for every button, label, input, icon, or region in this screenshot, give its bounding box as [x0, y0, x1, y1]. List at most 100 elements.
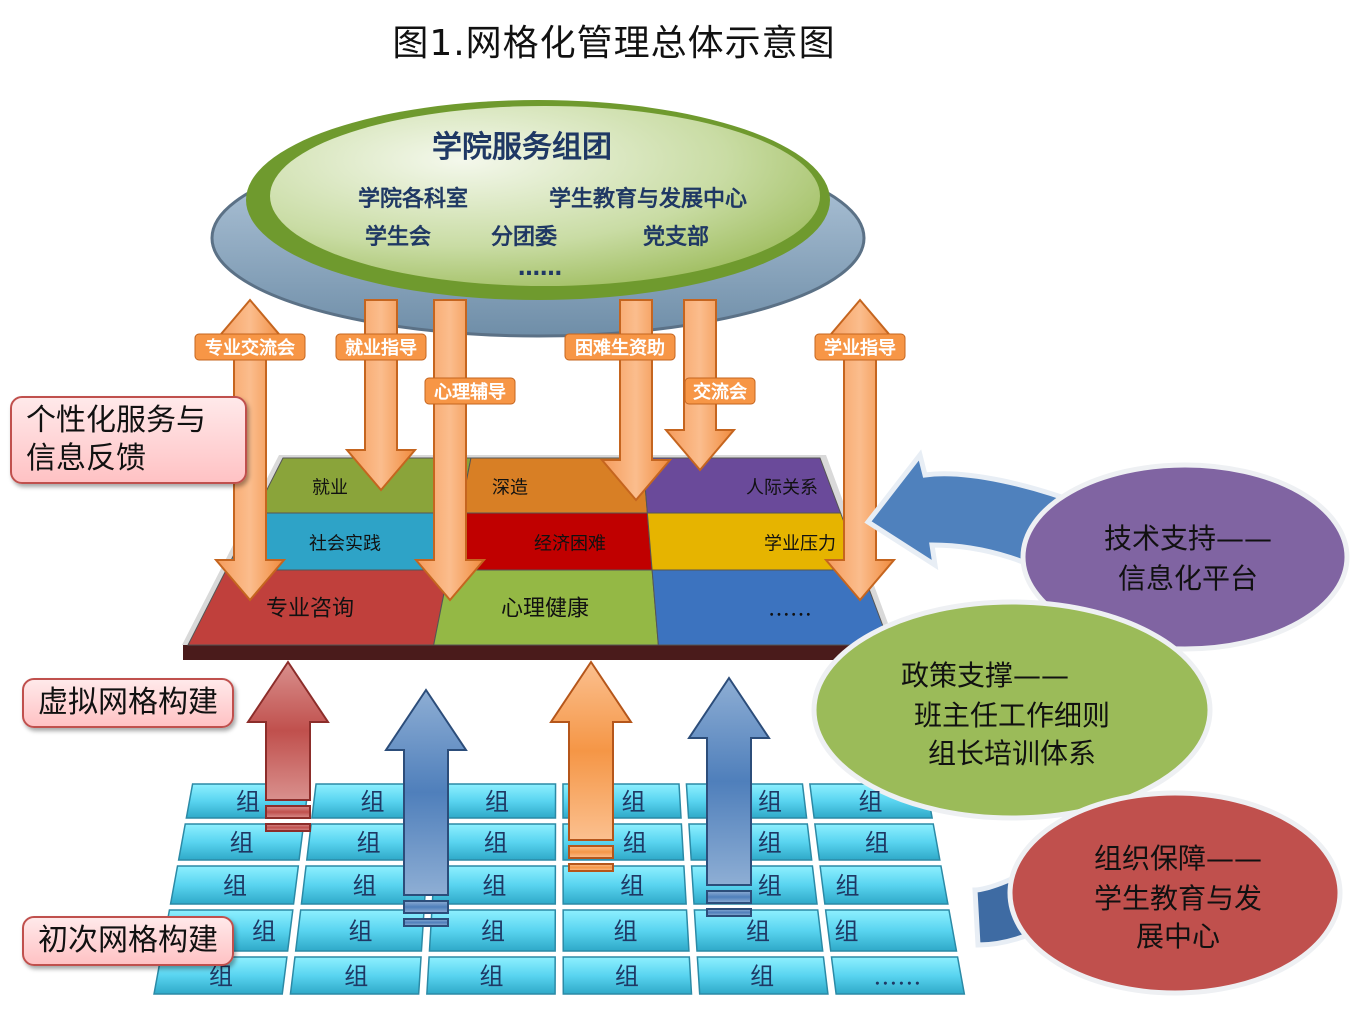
virtual-grid-cell-label: 人际关系	[746, 478, 818, 499]
service-unit: 学院各科室	[358, 186, 468, 212]
service-group-platform	[210, 100, 866, 338]
service-arrow-label: 学业指导	[824, 337, 896, 359]
up-arrow-tail-bar	[403, 900, 449, 914]
platform-top	[270, 106, 820, 286]
virtual-grid-cell-label: 经济困难	[534, 534, 606, 555]
group-cell-label: 组	[750, 963, 774, 991]
group-cell	[153, 956, 288, 995]
group-cell-label: 组	[623, 829, 647, 857]
up-arrow-icon	[384, 688, 468, 896]
policy-support-line1: 政策支撑——	[901, 659, 1069, 692]
group-cell	[562, 956, 693, 995]
up-arrow-tail-bar	[265, 805, 311, 819]
group-cell	[177, 823, 305, 861]
group-cell	[814, 823, 941, 861]
org-support-line3: 展中心	[1136, 920, 1220, 953]
group-cell-label: 组	[353, 872, 377, 900]
group-cell-label: 组	[485, 788, 509, 816]
up-arrow-icon	[687, 676, 771, 886]
support-ellipses	[811, 462, 1350, 996]
service-unit: 学生教育与发展中心	[549, 186, 747, 212]
group-cell-label: 组	[859, 788, 883, 816]
group-cell-ellipsis: ……	[873, 963, 921, 991]
feedback-label: 个性化服务与 信息反馈	[10, 396, 247, 484]
service-arrow	[344, 299, 418, 492]
org-support-line2: 学生教育与发	[1094, 882, 1262, 915]
service-arrow-label-bg	[424, 377, 516, 405]
org-support-line1: 组织保障——	[1094, 842, 1262, 875]
group-cell	[294, 909, 425, 952]
virtual-grid-cell-label: 就业	[312, 478, 348, 499]
virtual-grid-cell-label: 社会实践	[309, 534, 381, 555]
virtual-grid-cell-label: 学业压力	[764, 534, 836, 555]
service-arrow-label-bg	[684, 377, 756, 405]
group-cell-label: 组	[482, 872, 506, 900]
figure-title: 图1.网格化管理总体示意图	[392, 23, 836, 64]
service-arrow-label: 专业交流会	[205, 337, 295, 359]
group-cell-label: 组	[758, 788, 782, 816]
service-arrow-label: 困难生资助	[575, 337, 665, 359]
org-support-ellipse	[1007, 790, 1343, 996]
group-cell-label: 组	[236, 788, 260, 816]
service-arrow-label: 交流会	[693, 381, 747, 403]
up-arrow-icon	[246, 660, 330, 801]
tech-support-ellipse	[1020, 462, 1350, 652]
service-unit: 分团委	[491, 225, 557, 250]
group-cell	[693, 909, 824, 952]
group-grid	[153, 783, 966, 995]
service-arrow-label-bg	[194, 333, 306, 361]
service-arrow-label: 就业指导	[345, 337, 417, 359]
group-cell-label: 组	[835, 872, 859, 900]
up-arrow-tail-bar	[568, 863, 614, 872]
group-cell-label: 组	[481, 918, 505, 946]
support-text: 技术支持—— 信息化平台 政策支撑—— 班主任工作细则 组长培训体系 组织保障—…	[901, 522, 1272, 953]
service-unit: 党支部	[643, 224, 709, 250]
group-cell-label: 组	[252, 918, 276, 946]
virtual-grid-cell-label: 深造	[492, 478, 528, 499]
group-cell-label: 组	[348, 918, 372, 946]
group-cell-label: 组	[480, 963, 504, 991]
group-cell-label: 组	[344, 963, 368, 991]
group-cell-label: 组	[209, 963, 233, 991]
service-arrow-label: 心理辅导	[434, 381, 506, 403]
policy-support-line2: 班主任工作细则	[914, 699, 1110, 732]
initial-grid-label: 初次网格构建	[22, 916, 234, 966]
up-arrow-tail-bar	[706, 890, 752, 904]
group-cell	[830, 956, 966, 995]
virtual-grid-cell-label: 专业咨询	[266, 597, 354, 622]
up-arrow-tail-bar	[265, 823, 311, 832]
up-arrow-tail-bar	[706, 908, 752, 917]
group-cell-label: 组	[622, 788, 646, 816]
service-arrow-label-bg	[814, 333, 906, 361]
virtual-grid-labels: 就业深造人际关系社会实践经济困难学业压力专业咨询心理健康……	[266, 478, 836, 622]
group-cell-label: 组	[360, 788, 384, 816]
group-grid-labels: 组组组组组组组组组组组组组组组组组组组组组组组组组组组组组……	[209, 788, 921, 991]
up-arrow-tail-bar	[403, 918, 449, 927]
group-cell-label: 组	[620, 872, 644, 900]
group-cell	[819, 865, 949, 905]
group-cell	[169, 865, 300, 905]
feedback-label-line2: 信息反馈	[26, 441, 146, 476]
group-cell-label: 组	[357, 829, 381, 857]
group-cell-label: 组	[865, 829, 889, 857]
virtual-grid-cell-label: ……	[768, 597, 812, 622]
group-cell	[289, 956, 422, 995]
group-cell-label: 组	[615, 963, 639, 991]
group-cell	[562, 865, 687, 905]
service-arrow	[413, 299, 487, 602]
tech-support-line1: 技术支持——	[1104, 522, 1272, 555]
service-unit: 学生会	[365, 224, 431, 250]
policy-support-line3: 组长培训体系	[928, 737, 1096, 770]
up-arrow-tail-bar	[568, 845, 614, 859]
service-arrow-label-bg	[564, 333, 676, 361]
tech-support-line2: 信息化平台	[1118, 562, 1258, 595]
group-cell-label: 组	[746, 918, 770, 946]
group-cell-label: 组	[834, 918, 858, 946]
group-cell	[562, 909, 690, 952]
group-cell-label: 组	[758, 829, 782, 857]
group-cell	[426, 956, 556, 995]
group-cell	[428, 909, 557, 952]
